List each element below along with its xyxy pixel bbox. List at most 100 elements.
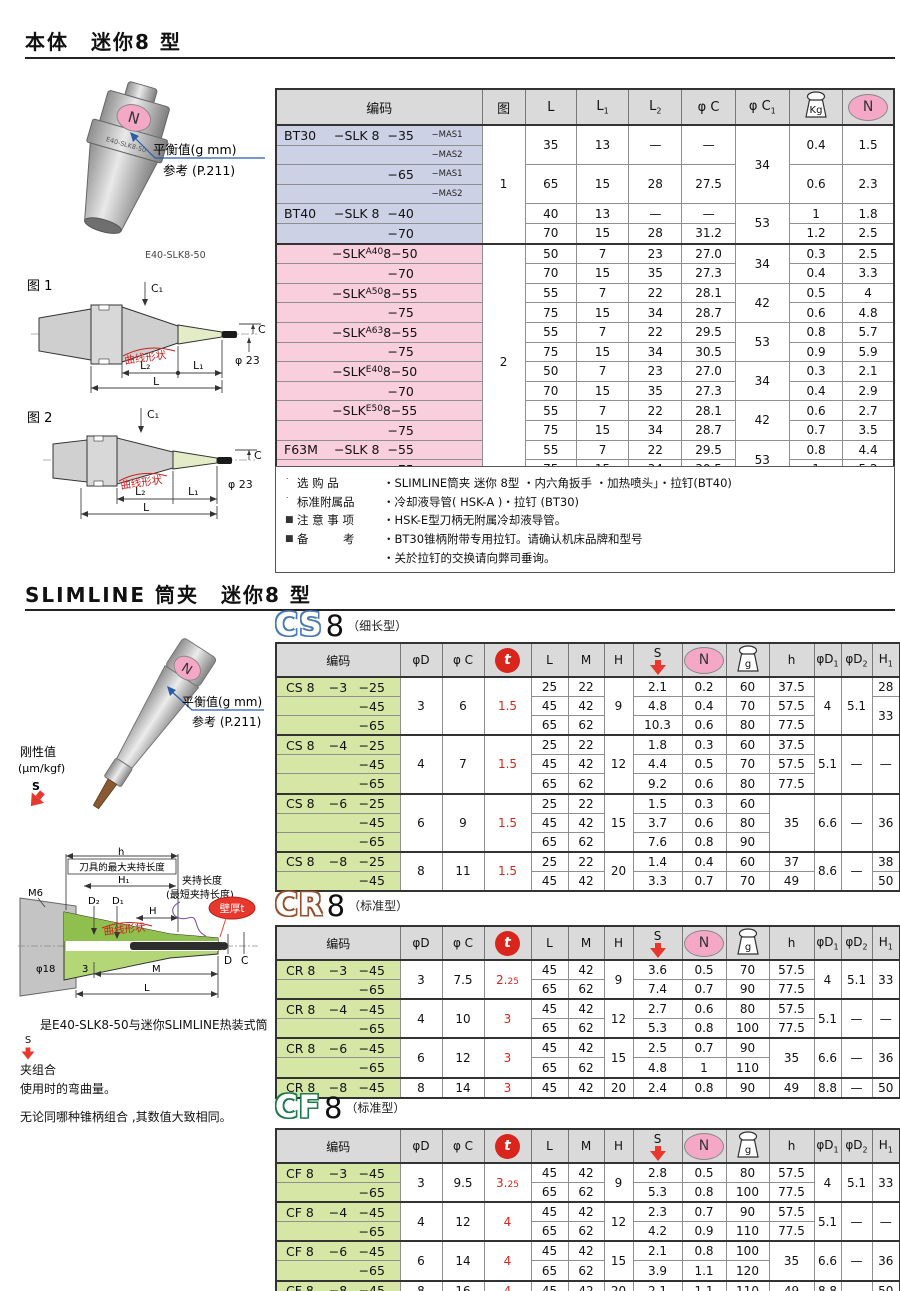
column-header: H1 xyxy=(871,642,900,678)
stiffness-label: 刚性值 xyxy=(20,744,56,759)
table-cell: 25 xyxy=(530,676,569,698)
code-cell: −70 xyxy=(275,222,483,245)
balance-n-badge xyxy=(173,655,201,681)
s-letter: S xyxy=(653,1131,662,1146)
table-cell: 49 xyxy=(768,1076,815,1099)
table-cell: 0.6 xyxy=(681,812,727,833)
table-cell: 0.5 xyxy=(681,959,727,981)
column-header: φD xyxy=(399,1128,443,1164)
dim-c: C xyxy=(241,955,248,967)
column-header: t xyxy=(483,642,532,678)
column-header: φ C xyxy=(681,88,736,126)
cf8-num: 8 xyxy=(323,1090,343,1125)
table-cell: 4 xyxy=(813,959,842,1000)
table-cell: 0.8 xyxy=(788,321,844,343)
table-cell: 3 xyxy=(399,959,443,1000)
down-arrow-icon xyxy=(21,1047,35,1060)
column-header: g xyxy=(725,925,770,961)
table-cell: 45 xyxy=(530,1162,569,1184)
table-cell: 38 xyxy=(871,850,900,872)
table-cell: 27.0 xyxy=(681,242,736,265)
table-cell: 77.5 xyxy=(768,773,815,795)
table-cell: 35 xyxy=(628,380,683,402)
table-cell: 34 xyxy=(628,302,683,323)
table-cell: 4 xyxy=(399,734,443,795)
table-cell: 0.3 xyxy=(681,734,727,756)
column-header: t xyxy=(483,925,532,961)
code-cell: −MAS2 xyxy=(275,144,483,166)
column-header: g xyxy=(725,642,770,678)
cs8-num: 8 xyxy=(325,608,345,643)
table-cell: 3.5 xyxy=(842,419,895,441)
table-cell: 62 xyxy=(567,1260,605,1282)
code-cell: CR 8−8−45 xyxy=(275,1076,401,1099)
table-cell: 7 xyxy=(575,321,630,343)
column-header: S xyxy=(632,642,683,678)
table-cell: 6.6 xyxy=(813,792,842,853)
balance-n-icon: N xyxy=(848,93,889,121)
holder-photo: N E40-SLK8-50 平衡值(g mm) 参考 (P.211) E40-S… xyxy=(84,81,265,261)
table-cell: 5.1 xyxy=(813,1201,842,1242)
table-cell: 22 xyxy=(567,676,605,698)
table-cell: 23 xyxy=(628,361,683,382)
code-cell: CS 8−8−25 xyxy=(275,850,401,872)
table-cell: 4 xyxy=(483,1201,532,1242)
table-cell: 1.8 xyxy=(632,734,683,756)
table-cell: 3 xyxy=(399,676,443,736)
wall-thickness-badge xyxy=(208,896,256,920)
note-marker: ˙ xyxy=(285,478,290,488)
table-cell: 62 xyxy=(567,1057,605,1079)
column-header: N xyxy=(681,1128,727,1164)
table-cell: 22 xyxy=(567,734,605,756)
table-cell: 9 xyxy=(603,959,634,1000)
table-cell: 35 xyxy=(768,1037,815,1079)
table-cell: 60 xyxy=(725,734,770,756)
table-cell: 0.3 xyxy=(788,242,844,265)
table-cell: 28 xyxy=(628,222,683,245)
table-cell: 33 xyxy=(871,696,900,736)
table-cell: 1.1 xyxy=(681,1279,727,1291)
table-cell: 57.5 xyxy=(768,998,815,1020)
table-cell: 7 xyxy=(441,734,485,795)
column-header: L xyxy=(530,642,569,678)
note-text: ・SLIMLINE筒夹 迷你 8型 ・内六角扳手 ・加热喷头」・拉钉(BT40) xyxy=(383,476,732,490)
table-cell: 12 xyxy=(603,1201,634,1242)
n-label: N xyxy=(126,108,142,128)
balance-ref: 参考 (P.211) xyxy=(192,714,261,729)
table-cell: 70 xyxy=(725,754,770,775)
table-cell: 0.8 xyxy=(681,1076,727,1099)
column-header: φD2 xyxy=(840,642,873,678)
code-cell: −70 xyxy=(275,263,483,284)
table-cell: 7 xyxy=(575,361,630,382)
table-cell: 45 xyxy=(530,1037,569,1059)
pointer-arrow-icon xyxy=(130,132,139,142)
code-cell: −65 xyxy=(275,773,401,795)
table-cell: 0.7 xyxy=(681,870,727,892)
table-cell: 4 xyxy=(483,1240,532,1282)
table-cell: 2.3 xyxy=(842,164,895,205)
weight-icon: g xyxy=(736,644,759,672)
code-cell: BT30−SLK 8−35−MAS1 xyxy=(275,124,483,146)
code-cell: −65 xyxy=(275,831,401,853)
s-letter: S xyxy=(653,928,662,943)
table-cell: 2.1 xyxy=(842,361,895,382)
wall-thickness-t-icon: t xyxy=(495,930,520,956)
wall-thickness-t-icon: t xyxy=(495,647,520,673)
table-cell: 35 xyxy=(524,124,577,166)
table-cell: 36 xyxy=(871,792,900,853)
table-cell: 0.6 xyxy=(788,164,844,205)
column-header: 编码 xyxy=(275,642,401,678)
column-header: L xyxy=(530,925,569,961)
table-cell: — xyxy=(840,1240,873,1282)
table-cell: 12 xyxy=(603,734,634,795)
table-cell: 6 xyxy=(399,1240,443,1282)
notes-box: ˙选 购 品・SLIMLINE筒夹 迷你 8型 ・内六角扳手 ・加热喷头」・拉钉… xyxy=(275,466,895,574)
table-cell: 0.7 xyxy=(788,419,844,441)
